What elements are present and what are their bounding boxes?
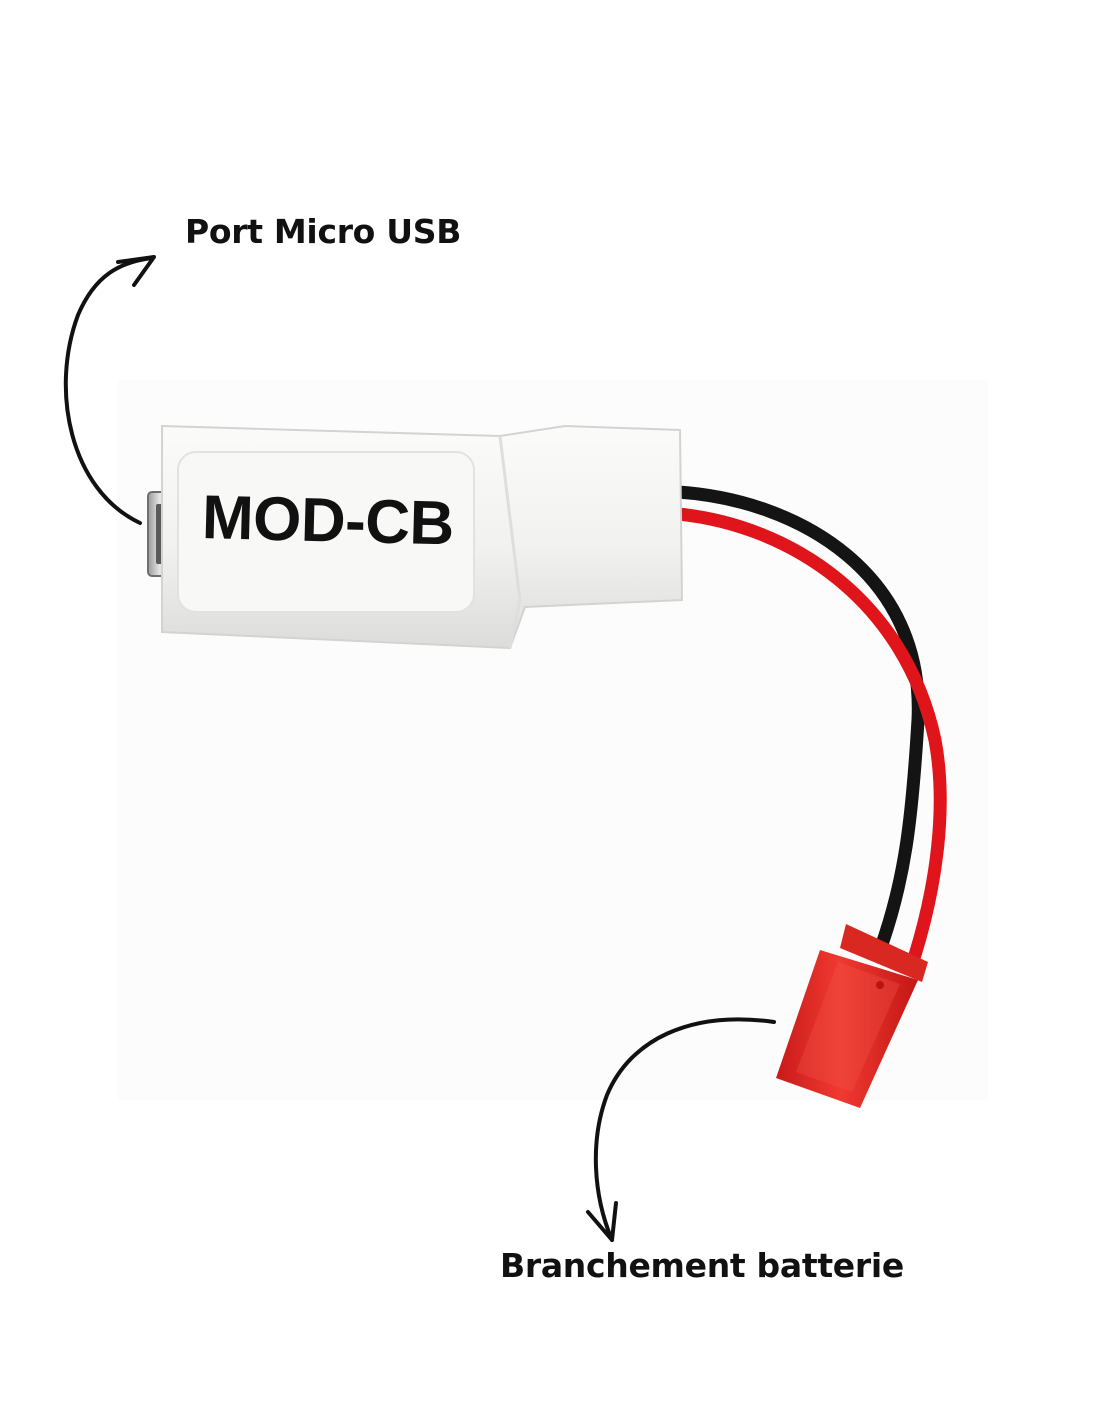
red-wire — [671, 507, 947, 962]
battery-connector — [776, 924, 928, 1108]
usb-arrow-head — [116, 255, 156, 287]
battery-arrow — [586, 1017, 776, 1242]
product-sticker — [177, 451, 475, 613]
cable — [671, 485, 947, 962]
module-housing — [161, 424, 684, 650]
usb-arrow — [63, 255, 156, 525]
battery-connection-annotation: Branchement batterie — [500, 1246, 904, 1285]
usb-arrow-curve — [63, 256, 154, 525]
product-label: MOD-CB — [201, 482, 455, 559]
battery-arrow-head — [586, 1201, 618, 1242]
battery-arrow-curve — [593, 1017, 776, 1242]
usb-port-annotation: Port Micro USB — [185, 212, 462, 251]
